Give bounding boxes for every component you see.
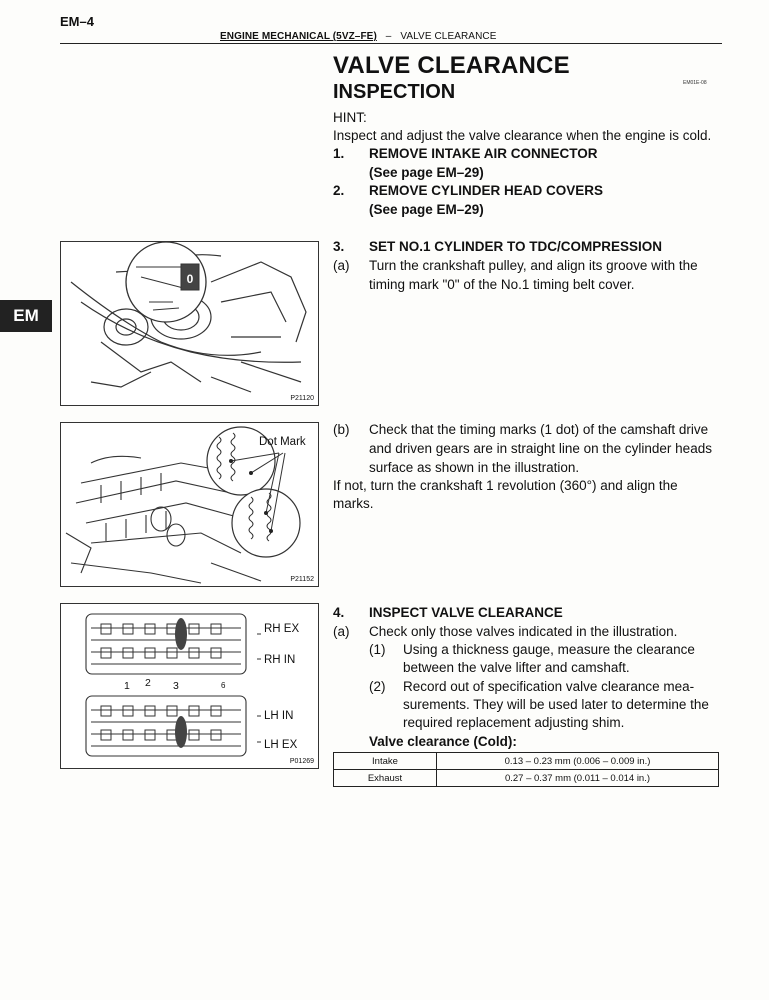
step-3b-line1: Check that the timing marks (1 dot) of t… (369, 422, 709, 437)
cylinder-6-label: 6 (221, 681, 226, 690)
step-4a-text: Check only those valves indicated in the… (369, 624, 678, 639)
step-4a2-label: (2) (369, 679, 386, 694)
step-3-note-line2: marks. (333, 496, 374, 511)
step-3-note-line1: If not, turn the crankshaft 1 revolution… (333, 478, 678, 493)
step-1-ref: (See page EM–29) (369, 165, 484, 180)
spec-title: Valve clearance (Cold): (369, 734, 517, 749)
step-1: 1. REMOVE INTAKE AIR CONNECTOR (333, 144, 598, 163)
step-4-number: 4. (333, 605, 345, 620)
step-4a1-label: (1) (369, 642, 386, 657)
valve-layout-illustration: RH EX RH IN LH IN LH EX 1 2 3 6 (85, 613, 299, 757)
step-1-number: 1. (333, 146, 345, 161)
step-4a2-line2: surements. They will be used later to de… (403, 697, 709, 712)
table-cell-value: 0.13 – 0.23 mm (0.006 – 0.009 in.) (436, 752, 719, 770)
table-cell-value: 0.27 – 0.37 mm (0.011 – 0.014 in.) (436, 769, 719, 787)
figure-code: P21152 (290, 576, 314, 583)
step-4: 4. INSPECT VALVE CLEARANCE (333, 603, 563, 622)
step-3a-line2: timing mark "0" of the No.1 timing belt … (369, 277, 635, 292)
header-rule (60, 43, 722, 44)
step-1-title: REMOVE INTAKE AIR CONNECTOR (369, 146, 598, 161)
cylinder-3-label: 3 (173, 680, 179, 692)
figure-code: P21120 (290, 395, 314, 402)
page-title: VALVE CLEARANCE (333, 52, 570, 79)
cylinder-1-label: 1 (124, 680, 130, 692)
timing-mark-magnifier (125, 241, 207, 323)
step-4a1-line2: between the valve lifter and camshaft. (403, 660, 630, 675)
figure-crankshaft-pulley: 0 P21120 (60, 241, 319, 406)
hint-label: HINT: (333, 110, 367, 125)
step-4a1-line1: Using a thickness gauge, measure the cle… (403, 642, 695, 657)
header-separator: – (385, 31, 392, 42)
camshaft-timing-illustration: Dot Mark (65, 426, 306, 584)
driven-gear-magnifier (231, 488, 301, 558)
header-section: ENGINE MECHANICAL (5VZ–FE) (220, 31, 377, 42)
running-header: ENGINE MECHANICAL (5VZ–FE) – VALVE CLEAR… (220, 31, 497, 42)
rh-ex-label: RH EX (264, 623, 299, 635)
step-4a2-line1: Record out of specification valve cleara… (403, 679, 695, 694)
step-4-title: INSPECT VALVE CLEARANCE (369, 605, 563, 620)
step-4a2-line3: required replacement adjusting shim. (403, 715, 625, 730)
step-2: 2. REMOVE CYLINDER HEAD COVERS (333, 181, 603, 200)
table-row: Exhaust 0.27 – 0.37 mm (0.011 – 0.014 in… (333, 769, 719, 787)
drive-gear-magnifier (206, 426, 276, 496)
rh-in-label: RH IN (264, 654, 295, 666)
step-3b-line2: and driven gears are in straight line on… (369, 441, 712, 456)
step-2-ref: (See page EM–29) (369, 202, 484, 217)
step-3a-line1: Turn the crankshaft pulley, and align it… (369, 258, 698, 273)
crankshaft-pulley-illustration: 0 (70, 241, 307, 393)
header-topic: VALVE CLEARANCE (400, 31, 497, 42)
table-row: Intake 0.13 – 0.23 mm (0.006 – 0.009 in.… (333, 752, 719, 770)
step-3b-line3: surface as shown in the illustration. (369, 460, 580, 475)
step-2-title: REMOVE CYLINDER HEAD COVERS (369, 183, 604, 198)
page-subtitle: INSPECTION (333, 81, 456, 103)
dot-mark-label: Dot Mark (259, 436, 306, 448)
figure-valve-layout: RH EX RH IN LH IN LH EX 1 2 3 6 P01269 (60, 603, 319, 769)
figure-code: P01269 (289, 758, 314, 765)
timing-mark-zero: 0 (187, 272, 194, 286)
table-cell-label: Intake (333, 752, 437, 770)
lh-ex-label: LH EX (264, 739, 298, 751)
step-3: 3. SET NO.1 CYLINDER TO TDC/COMPRESSION (333, 237, 662, 256)
hint-text: Inspect and adjust the valve clearance w… (333, 128, 712, 143)
step-3-number: 3. (333, 239, 345, 254)
step-3-title: SET NO.1 CYLINDER TO TDC/COMPRESSION (369, 239, 663, 254)
step-2-number: 2. (333, 183, 345, 198)
valve-clearance-table: Intake 0.13 – 0.23 mm (0.006 – 0.009 in.… (333, 752, 719, 787)
document-reference: EM01E-08 (683, 80, 707, 86)
step-3b-label: (b) (333, 422, 350, 437)
step-3a-label: (a) (333, 258, 350, 273)
page-number: EM–4 (60, 14, 94, 29)
cylinder-2-label: 2 (145, 677, 151, 689)
lh-in-label: LH IN (264, 710, 293, 722)
figure-camshaft-timing-marks: Dot Mark P21152 (60, 422, 319, 587)
step-4a-label: (a) (333, 624, 350, 639)
section-tab: EM (0, 300, 52, 332)
table-cell-label: Exhaust (333, 769, 437, 787)
